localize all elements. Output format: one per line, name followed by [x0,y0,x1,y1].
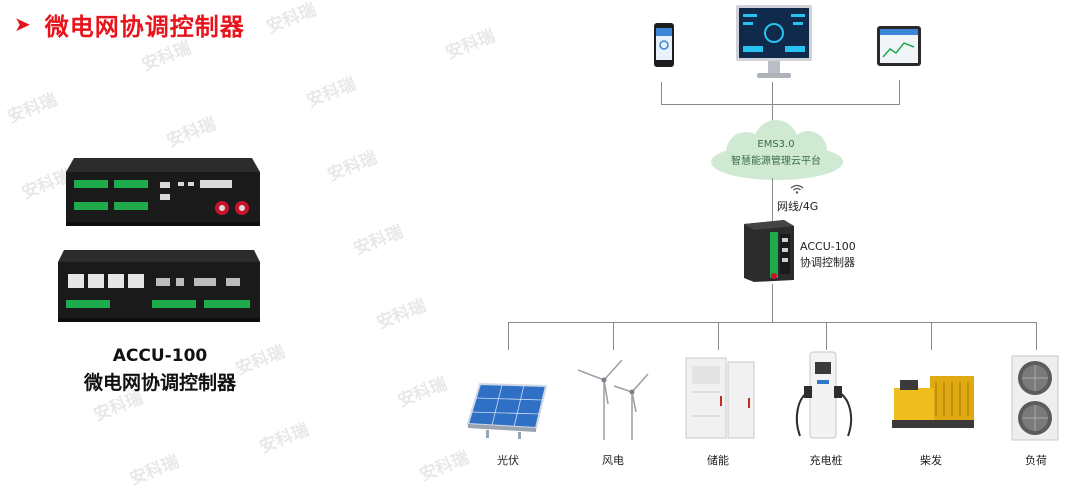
energy-storage-cabinet-icon [685,357,755,439]
watermark: 安科瑞 [351,221,406,260]
cloud-subtitle: 智慧能源管理云平台 [731,156,821,167]
smartphone-icon [654,23,674,67]
desktop-monitor-icon [736,5,812,78]
watermark: 安科瑞 [417,447,472,486]
solar-panel-icon [466,382,548,439]
watermark: 安科瑞 [395,373,450,412]
cloud-title: EMS3.0 [757,139,795,150]
tablet-icon [877,26,921,66]
product-photo [58,158,260,322]
bullet-arrow-icon: ➤ [14,12,31,36]
controller-model: ACCU-100 [800,240,856,253]
watermark: 安科瑞 [164,113,219,152]
diesel-generator-icon [892,376,974,428]
connector-line [661,104,900,105]
controller-unit-icon [744,220,794,282]
product-name: 微电网协调控制器 [83,372,236,394]
connector-line [826,322,827,350]
watermark: 安科瑞 [5,89,60,128]
connector-line [931,322,932,350]
watermark: 安科瑞 [257,419,312,458]
watermark: 安科瑞 [325,147,380,186]
watermark: 安科瑞 [304,73,359,112]
device-label-wind: 风电 [602,454,624,467]
connector-line [613,322,614,350]
connector-line [718,322,719,350]
device-bottom-icon [58,250,260,322]
bus-line [508,322,1037,323]
connector-line [1036,322,1037,350]
wifi-icon [790,184,804,194]
device-label-diesel: 柴发 [920,454,942,467]
load-unit-icon [1011,355,1059,441]
watermark: 安科瑞 [264,0,319,38]
device-label-charger: 充电桩 [809,454,843,467]
connector-line [661,82,662,104]
ev-charger-icon [795,351,852,439]
device-label-load: 负荷 [1025,454,1047,467]
device-top-icon [66,158,260,226]
connector-line [772,284,773,322]
page-title-text: 微电网协调控制器 [44,12,245,41]
connector-line [899,80,900,104]
device-label-storage: 储能 [707,454,729,467]
device-label-solar: 光伏 [497,454,519,467]
connector-line [508,322,509,350]
watermark: 安科瑞 [127,451,182,490]
link-label: 网线/4G [777,200,819,213]
cloud-icon [711,120,843,180]
watermark: 安科瑞 [443,25,498,64]
controller-name: 协调控制器 [800,256,855,269]
product-model: ACCU-100 [112,346,208,366]
page-title: ➤ 微电网协调控制器 [14,4,245,44]
connector-line [772,104,773,128]
watermark: 安科瑞 [374,295,429,334]
wind-turbine-icon [577,359,649,440]
connector-line [772,82,773,104]
connector-line [772,178,773,222]
